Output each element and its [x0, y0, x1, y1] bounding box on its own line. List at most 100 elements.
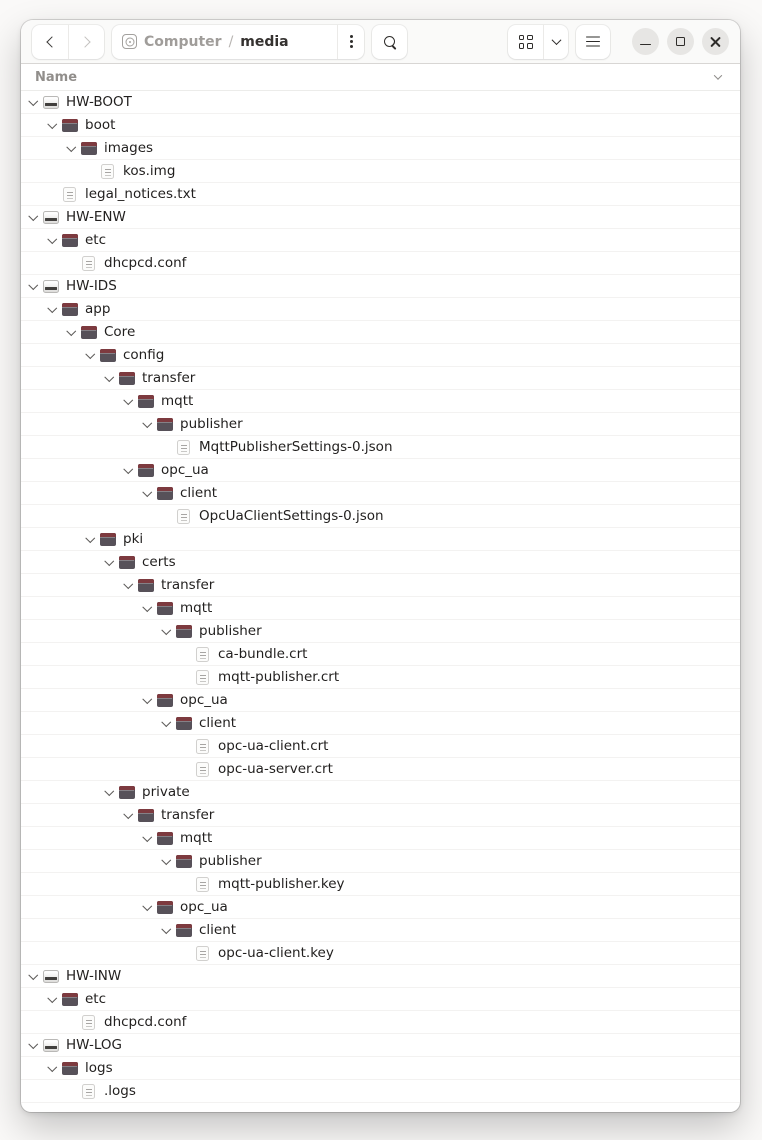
expander-chevron-icon[interactable]	[158, 922, 175, 939]
tree-row[interactable]: client	[21, 482, 740, 505]
tree-row[interactable]: dhcpcd.conf	[21, 1011, 740, 1034]
tree-row[interactable]: transfer	[21, 367, 740, 390]
tree-row[interactable]: pki	[21, 528, 740, 551]
tree-row[interactable]: private	[21, 781, 740, 804]
expander-chevron-icon[interactable]	[25, 209, 42, 226]
tree-row[interactable]: opc-ua-client.crt	[21, 735, 740, 758]
column-header-name[interactable]: Name	[35, 69, 78, 85]
tree-row[interactable]: OpcUaClientSettings-0.json	[21, 505, 740, 528]
tree-row[interactable]: publisher	[21, 850, 740, 873]
tree-row[interactable]: mqtt-publisher.key	[21, 873, 740, 896]
maximize-button[interactable]	[667, 28, 694, 55]
tree-row[interactable]: mqtt	[21, 597, 740, 620]
tree-row[interactable]: mqtt	[21, 827, 740, 850]
tree-row[interactable]: client	[21, 712, 740, 735]
tree-row[interactable]: HW-LOG	[21, 1034, 740, 1057]
tree-row[interactable]: opc-ua-server.crt	[21, 758, 740, 781]
tree-row[interactable]: etc	[21, 229, 740, 252]
column-options-button[interactable]	[708, 67, 728, 87]
expander-chevron-icon[interactable]	[44, 301, 61, 318]
expander-chevron-icon[interactable]	[101, 784, 118, 801]
tree-row-label: kos.img	[123, 163, 176, 179]
app-menu-button[interactable]	[576, 24, 610, 59]
current-folder-menu-button[interactable]	[337, 24, 364, 59]
tree-row[interactable]: mqtt	[21, 390, 740, 413]
tree-row[interactable]: images	[21, 137, 740, 160]
tree-row[interactable]: opc_ua	[21, 896, 740, 919]
back-button[interactable]	[32, 25, 68, 59]
tree-row[interactable]: dhcpcd.conf	[21, 252, 740, 275]
tree-row[interactable]: HW-BOOT	[21, 91, 740, 114]
tree-row[interactable]: certs	[21, 551, 740, 574]
tree-row[interactable]: mqtt-publisher.crt	[21, 666, 740, 689]
folder-icon	[118, 554, 135, 571]
expander-chevron-icon[interactable]	[139, 692, 156, 709]
tree-row[interactable]: app	[21, 298, 740, 321]
expander-chevron-icon[interactable]	[120, 577, 137, 594]
expander-chevron-icon[interactable]	[139, 830, 156, 847]
close-button[interactable]	[702, 28, 729, 55]
kebab-icon	[349, 40, 353, 43]
tree-row[interactable]: opc_ua	[21, 689, 740, 712]
expander-chevron-icon[interactable]	[158, 853, 175, 870]
breadcrumb-media[interactable]: media	[240, 33, 289, 50]
tree-row[interactable]: transfer	[21, 804, 740, 827]
folder-icon	[99, 347, 116, 364]
expander-chevron-icon[interactable]	[44, 991, 61, 1008]
tree-row[interactable]: kos.img	[21, 160, 740, 183]
tree-row[interactable]: legal_notices.txt	[21, 183, 740, 206]
tree-row[interactable]: opc-ua-client.key	[21, 942, 740, 965]
tree-row[interactable]: publisher	[21, 413, 740, 436]
expander-chevron-icon[interactable]	[158, 623, 175, 640]
tree-row[interactable]: publisher	[21, 620, 740, 643]
forward-button[interactable]	[68, 24, 104, 59]
tree-row[interactable]: etc	[21, 988, 740, 1011]
tree-row[interactable]: Core	[21, 321, 740, 344]
expander-chevron-icon[interactable]	[139, 899, 156, 916]
expander-chevron-icon[interactable]	[158, 715, 175, 732]
tree-row[interactable]: client	[21, 919, 740, 942]
view-options-button[interactable]	[543, 24, 568, 59]
expander-chevron-icon[interactable]	[25, 278, 42, 295]
tree-row[interactable]: MqttPublisherSettings-0.json	[21, 436, 740, 459]
expander-chevron-icon[interactable]	[120, 462, 137, 479]
tree-row[interactable]: boot	[21, 114, 740, 137]
expander-spacer	[63, 255, 80, 272]
expander-chevron-icon[interactable]	[25, 968, 42, 985]
tree-row[interactable]: transfer	[21, 574, 740, 597]
tree-row[interactable]: logs	[21, 1057, 740, 1080]
expander-chevron-icon[interactable]	[44, 117, 61, 134]
expander-chevron-icon[interactable]	[44, 1060, 61, 1077]
folder-icon	[80, 324, 97, 341]
expander-chevron-icon[interactable]	[25, 94, 42, 111]
tree-row[interactable]: .logs	[21, 1080, 740, 1103]
tree-row[interactable]: opc_ua	[21, 459, 740, 482]
expander-chevron-icon[interactable]	[63, 140, 80, 157]
expander-chevron-icon[interactable]	[82, 347, 99, 364]
expander-chevron-icon[interactable]	[44, 232, 61, 249]
expander-chevron-icon[interactable]	[139, 600, 156, 617]
expander-chevron-icon[interactable]	[120, 393, 137, 410]
grid-view-button[interactable]	[508, 25, 543, 59]
minimize-button[interactable]	[632, 28, 659, 55]
tree-row[interactable]: HW-IDS	[21, 275, 740, 298]
breadcrumb-computer[interactable]: Computer	[144, 33, 222, 50]
tree-row[interactable]: config	[21, 344, 740, 367]
expander-chevron-icon[interactable]	[139, 416, 156, 433]
expander-chevron-icon[interactable]	[82, 531, 99, 548]
expander-chevron-icon[interactable]	[63, 324, 80, 341]
expander-chevron-icon[interactable]	[120, 807, 137, 824]
tree-row-label: opc_ua	[161, 462, 209, 478]
tree-row[interactable]: HW-INW	[21, 965, 740, 988]
search-button[interactable]	[372, 24, 407, 59]
expander-chevron-icon[interactable]	[139, 485, 156, 502]
tree-row[interactable]: HW-ENW	[21, 206, 740, 229]
tree-row-label: mqtt	[161, 393, 194, 409]
folder-icon	[61, 117, 78, 134]
expander-chevron-icon[interactable]	[101, 370, 118, 387]
file-icon	[80, 1083, 97, 1100]
tree-row[interactable]: ca-bundle.crt	[21, 643, 740, 666]
expander-chevron-icon[interactable]	[25, 1037, 42, 1054]
expander-chevron-icon[interactable]	[101, 554, 118, 571]
tree-row-label: opc-ua-server.crt	[218, 761, 333, 777]
